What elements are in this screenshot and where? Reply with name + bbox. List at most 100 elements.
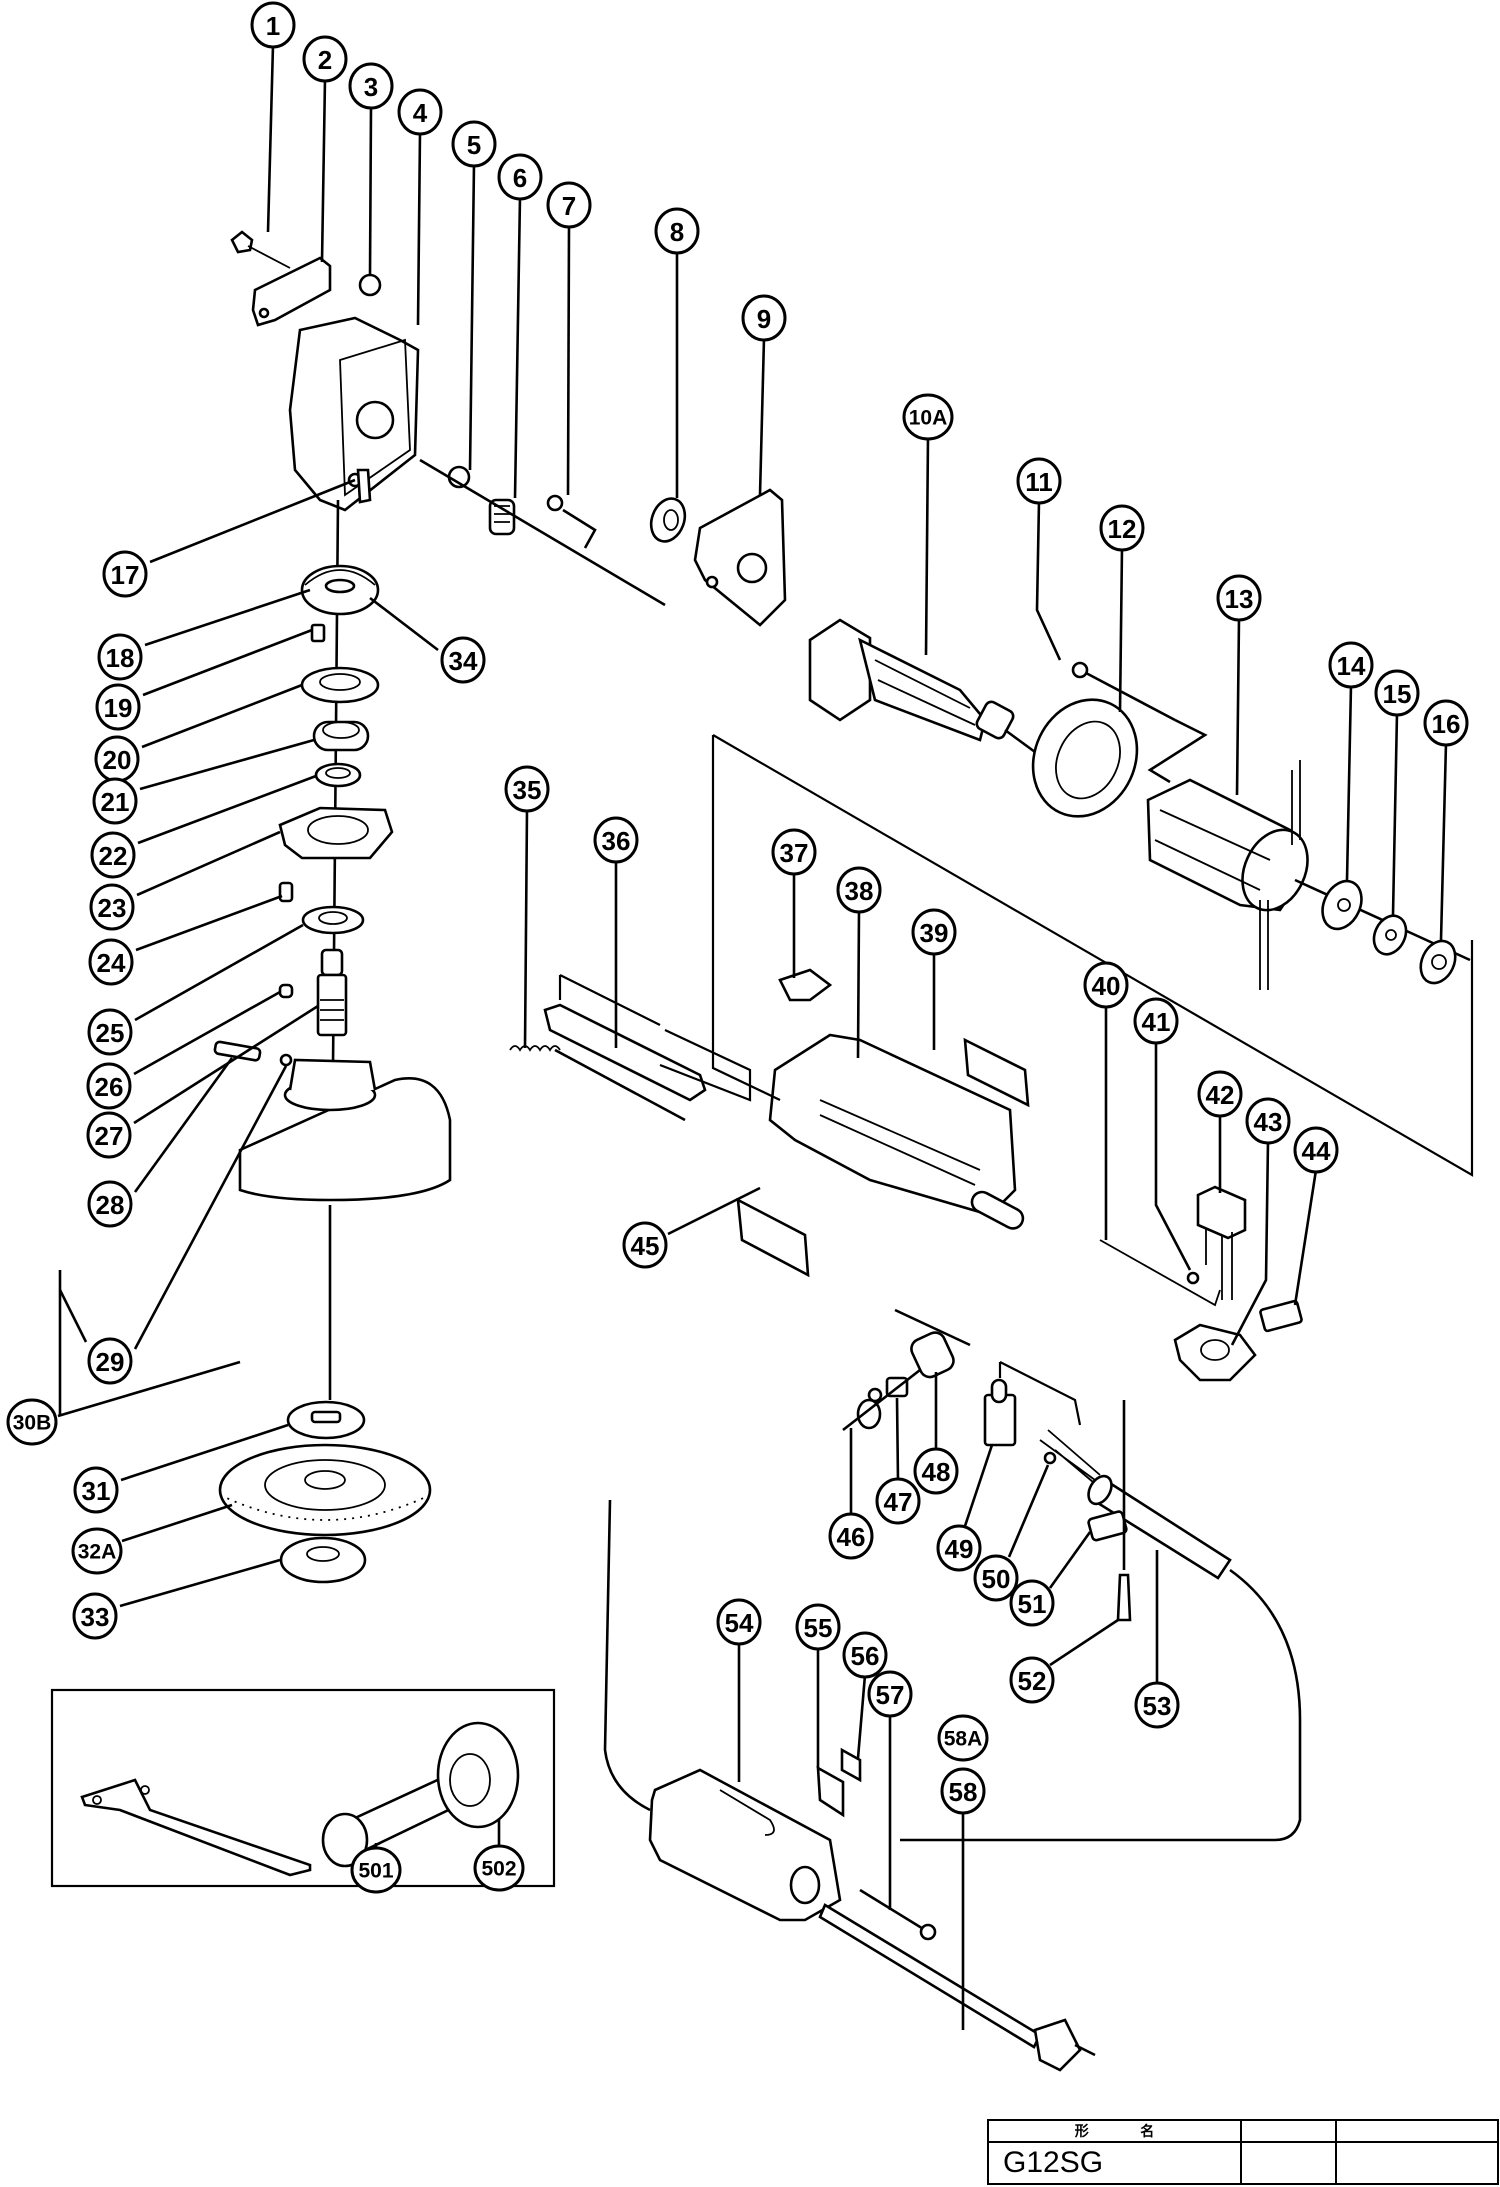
- part-label-5: 5: [451, 120, 497, 168]
- callout-circle: [87, 1337, 133, 1385]
- callout-circle: [940, 1767, 986, 1815]
- callout-number: 9: [757, 304, 771, 334]
- callout-number: 501: [358, 1860, 393, 1883]
- callout-circle: [473, 1844, 525, 1892]
- callout-number: 55: [804, 1613, 833, 1643]
- callout-number: 11: [1025, 467, 1053, 497]
- callout-circle: [348, 62, 394, 110]
- part-label-24: 24: [88, 938, 134, 986]
- callout-circle: [6, 1398, 58, 1446]
- callout-number: 38: [845, 876, 874, 906]
- part-label-7: 7: [546, 181, 592, 229]
- callout-circle: [867, 1670, 913, 1718]
- callout-number: 57: [876, 1680, 905, 1710]
- part-label-37: 37: [771, 828, 817, 876]
- callout-circle: [440, 636, 486, 684]
- part-label-16: 16: [1423, 699, 1469, 747]
- callout-circle: [71, 1527, 123, 1575]
- callout-number: 32A: [78, 1541, 117, 1564]
- callout-number: 22: [99, 841, 128, 871]
- part-cord-58: [818, 1903, 1096, 2072]
- part-label-35: 35: [504, 765, 550, 813]
- part-label-56: [840, 1747, 862, 1783]
- part-label-44: 44: [1293, 1126, 1339, 1174]
- callout-circle: [1133, 997, 1179, 1045]
- part-label-19: 19: [95, 683, 141, 731]
- callout-circle: [546, 181, 592, 229]
- part-tail-cover-54: [603, 1499, 842, 1922]
- part-switch-lever-36: [543, 974, 752, 1102]
- part-label-45: 45: [622, 1221, 668, 1269]
- part-side-handle-bracket-2: [251, 256, 332, 327]
- callout-circle: [92, 777, 138, 825]
- part-terminal-50: [1043, 1451, 1057, 1465]
- part-brush-holder-48: [842, 1308, 971, 1432]
- part-side-handle-502: [321, 1721, 520, 1868]
- title-block-header-left: 形: [1074, 2123, 1089, 2139]
- part-label-22: 22: [90, 831, 136, 879]
- part-bearing-retainer-20: [300, 666, 380, 704]
- callout-number: 502: [481, 1858, 516, 1881]
- callout-number: 34: [449, 646, 478, 676]
- callout-circle: [72, 1592, 118, 1640]
- part-armature-10A: [808, 618, 1036, 754]
- part-terminal-41: [1186, 1271, 1200, 1285]
- part-label-8: 8: [654, 207, 700, 255]
- part-stator-13: [1146, 760, 1309, 990]
- callout-circle: [1134, 1681, 1180, 1729]
- part-label-9: 9: [741, 294, 787, 342]
- callout-circle: [936, 1524, 982, 1572]
- part-bevel-gear-34: [300, 564, 380, 616]
- callout-number: 2: [318, 45, 332, 75]
- callout-number: 26: [95, 1072, 124, 1102]
- callout-circle: [973, 1554, 1019, 1602]
- callout-circle: [95, 683, 141, 731]
- part-label-2: 2: [302, 35, 348, 83]
- part-label-56: 56: [842, 1631, 888, 1679]
- part-brush-holder-43: [1173, 1323, 1257, 1382]
- part-label-40: 40: [1083, 961, 1129, 1009]
- part-label-14: 14: [1328, 641, 1374, 689]
- part-gear-cover-4: [288, 316, 420, 512]
- callout-circle: [741, 294, 787, 342]
- callout-number: 51: [1018, 1589, 1047, 1619]
- callout-circle: [1216, 574, 1262, 622]
- callout-number: 4: [413, 98, 428, 128]
- callout-circle: [1016, 457, 1062, 505]
- callout-number: 53: [1143, 1691, 1172, 1721]
- part-tapping-screw-52: [1116, 1400, 1132, 1622]
- callout-number: 13: [1225, 584, 1254, 614]
- title-block: 形 名 G12SG: [987, 2119, 1499, 2185]
- part-label-52: 52: [1009, 1656, 1055, 1704]
- part-cord-clip-51: [1087, 1510, 1128, 1542]
- part-label-11: 11: [1016, 457, 1062, 505]
- callout-circle: [1009, 1656, 1055, 1704]
- callout-circle: [911, 908, 957, 956]
- callout-circle: [622, 1221, 668, 1269]
- callout-circle: [1245, 1097, 1291, 1145]
- part-label-15: 15: [1374, 669, 1420, 717]
- part-label-25: 25: [87, 1008, 133, 1056]
- callout-number: 27: [95, 1121, 124, 1151]
- callout-circle: [937, 1714, 989, 1762]
- part-grinding-wheel-32A: [218, 1443, 432, 1537]
- part-label-27: 27: [86, 1111, 132, 1159]
- part-spring-35: [509, 1045, 686, 1122]
- part-ball-bearing-21: [312, 720, 370, 752]
- boundary-line-right: [712, 734, 1474, 1177]
- part-spindle-27: [316, 948, 348, 1037]
- part-bolt-1: [230, 230, 291, 269]
- callout-circle: [451, 120, 497, 168]
- part-label-6: 6: [497, 153, 543, 201]
- accessory-box: [50, 1688, 556, 1888]
- callout-number: 54: [725, 1608, 754, 1638]
- part-label-58: 58: [940, 1767, 986, 1815]
- part-label-43: 43: [1245, 1097, 1291, 1145]
- callout-number: 17: [111, 560, 140, 590]
- callout-number: 20: [103, 745, 132, 775]
- part-label-12: 12: [1099, 504, 1145, 552]
- callout-number: 5: [467, 130, 481, 160]
- part-wheel-guard-30B: [238, 1058, 452, 1202]
- callout-circle: [1083, 961, 1129, 1009]
